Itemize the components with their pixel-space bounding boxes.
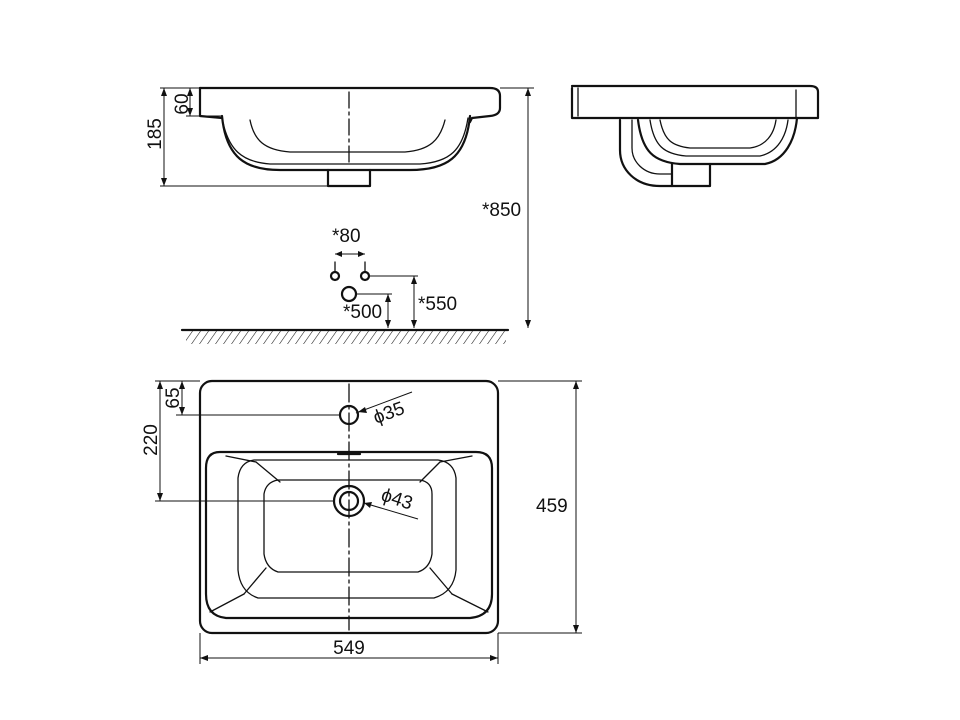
tap-hole-offset-label: 65 (163, 387, 184, 408)
basin-height-dimension: 185 (145, 87, 328, 187)
supply-inlet-left (329, 270, 341, 282)
basin-height-label: 185 (145, 118, 166, 150)
basin-depth-label: 459 (536, 496, 568, 517)
basin-width-dimension: 549 (199, 633, 499, 664)
waste-offset-dimension: 220 (141, 380, 334, 502)
waste-height-label: *500 (343, 302, 382, 323)
tap-hole-offset-dimension: 65 (163, 380, 340, 416)
floor-line (180, 328, 510, 344)
tap-hole-diameter-callout: ϕ35 (355, 391, 413, 429)
basin-width-label: 549 (333, 638, 365, 659)
side-elevation (570, 84, 820, 188)
mounting-height-dimension: *850 (482, 87, 534, 328)
rim-height-label: 60 (172, 93, 193, 114)
waste-diameter-callout: ϕ43 (363, 485, 419, 520)
tap-spacing-label: *80 (332, 226, 361, 247)
waste-offset-label: 220 (141, 424, 162, 456)
tap-hole-diameter-label: ϕ35 (371, 398, 408, 429)
waste-hole-inner (338, 490, 360, 512)
front-elevation (198, 86, 502, 188)
basin-depth-dimension: 459 (498, 380, 582, 634)
connection-points: *80 *500 *550 (329, 226, 457, 328)
supply-height-label: *550 (418, 294, 457, 315)
supply-inlet-right (359, 270, 371, 282)
waste-outlet (340, 285, 358, 303)
mounting-height-label: *850 (482, 200, 521, 221)
waste-diameter-label: ϕ43 (378, 485, 415, 515)
rim-height-dimension: 60 (172, 87, 222, 117)
plan-view (198, 379, 500, 635)
